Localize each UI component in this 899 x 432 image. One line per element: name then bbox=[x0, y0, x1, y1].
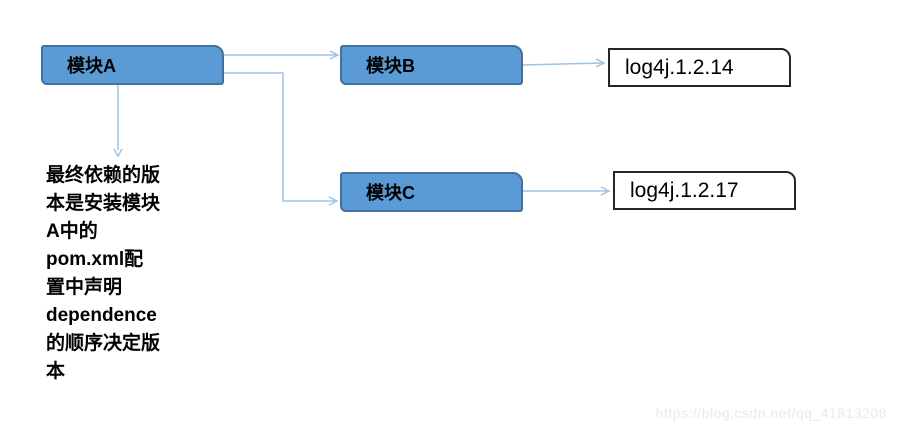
connector-a-to-note bbox=[113, 85, 123, 158]
module-a-box: 模块A bbox=[41, 45, 224, 85]
module-c-label: 模块C bbox=[366, 183, 415, 203]
watermark-url: https://blog.csdn.net/qq_41813208 bbox=[655, 405, 887, 421]
version-box-log4j-1-2-17: log4j.1.2.17 bbox=[613, 171, 796, 210]
connector-a-to-c bbox=[224, 72, 339, 206]
connector-a-to-b bbox=[224, 50, 340, 60]
connector-b-to-version bbox=[521, 58, 606, 68]
module-b-box: 模块B bbox=[340, 45, 523, 85]
version-b-label: log4j.1.2.14 bbox=[625, 55, 734, 79]
version-c-label: log4j.1.2.17 bbox=[630, 178, 739, 202]
dependency-note-text: 最终依赖的版 本是安装模块 A中的 pom.xml配 置中声明 dependen… bbox=[46, 165, 161, 382]
connector-c-to-version bbox=[522, 186, 611, 196]
module-a-label: 模块A bbox=[67, 56, 116, 76]
module-c-box: 模块C bbox=[340, 172, 523, 212]
module-b-label: 模块B bbox=[366, 56, 415, 76]
version-box-log4j-1-2-14: log4j.1.2.14 bbox=[608, 48, 791, 87]
